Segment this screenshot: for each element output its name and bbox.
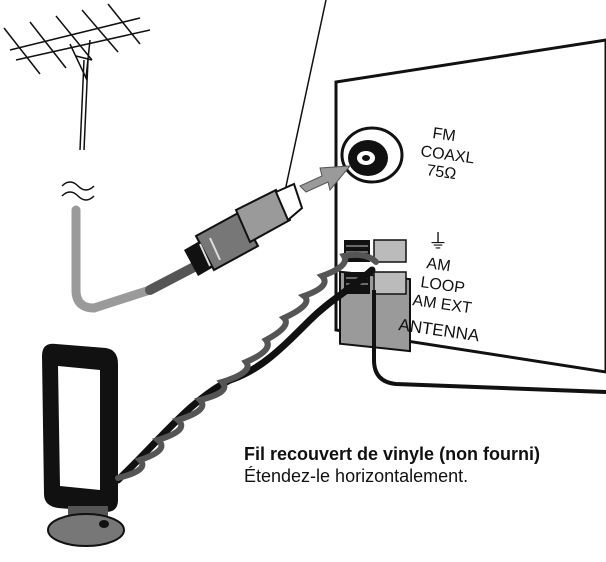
am-label: AM — [425, 255, 451, 275]
rear-panel: FM COAXL 75Ω ⏚ AM LOOP AM EXT ANTENNA — [334, 38, 606, 374]
coaxial-plug-icon — [184, 182, 304, 276]
fm-feeder-cable — [71, 205, 155, 313]
am-loop-antenna-icon — [42, 343, 125, 547]
fm-antenna-icon — [3, 3, 151, 201]
caption-body: Étendez-le horizontalement. — [244, 466, 469, 486]
fm-coaxial-jack — [340, 126, 404, 184]
twisted-wire — [114, 251, 379, 484]
fm-label: FM — [431, 125, 456, 145]
ohms-label: 75Ω — [425, 162, 457, 183]
caption-title: Fil recouvert de vinyle (non fourni) — [244, 444, 541, 464]
pointer-line — [281, 0, 327, 206]
loop-label: LOOP — [419, 274, 465, 297]
vinyl-covered-wire — [372, 290, 606, 394]
ground-icon: ⏚ — [428, 231, 448, 253]
arrow-icon — [299, 165, 352, 193]
